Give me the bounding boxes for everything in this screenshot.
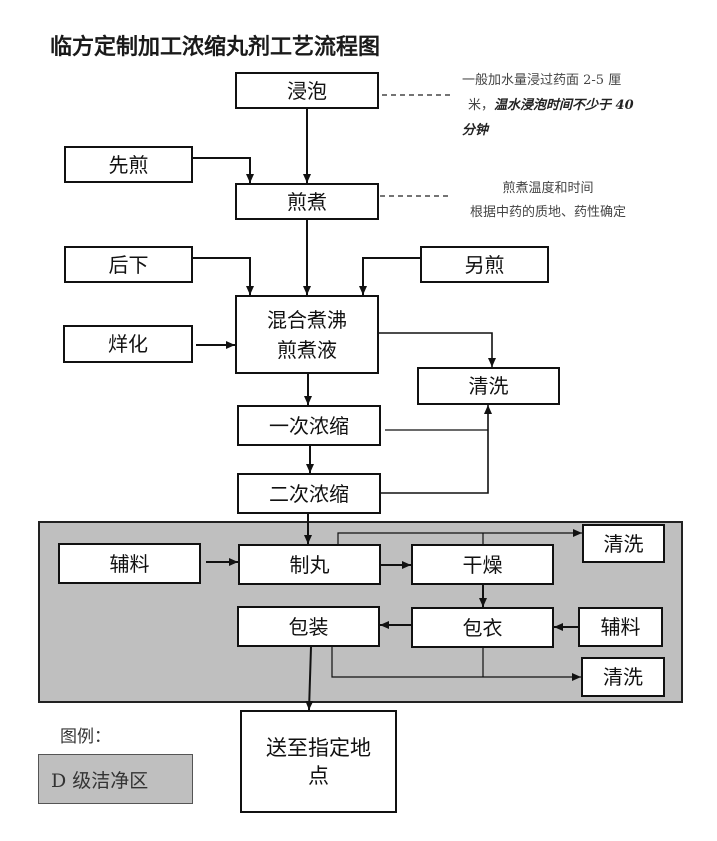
node-soak: 浸泡: [235, 72, 379, 109]
node-excipient-2: 辅料: [578, 607, 663, 647]
soak-note: 一般加水量浸过药面 2-5 厘 米，温水浸泡时间不少于 40 分钟: [462, 68, 634, 143]
node-deliver-line2: 点: [308, 763, 329, 788]
node-drying-label: 干燥: [462, 552, 503, 577]
page-title: 临方定制加工浓缩丸剂工艺流程图: [50, 35, 381, 60]
node-melt: 烊化: [63, 325, 193, 363]
node-packaging: 包装: [237, 606, 380, 647]
soak-note-line2-emph: 温水浸泡时间不少于 40: [494, 98, 634, 113]
node-coating: 包衣: [411, 607, 554, 648]
node-decoct-first-label: 先煎: [108, 152, 149, 177]
node-add-later: 后下: [64, 246, 193, 283]
edge-mix-to-clean-1: [378, 332, 496, 367]
node-concentrate-1-label: 一次浓缩: [269, 413, 349, 438]
legend-item-clean-zone-label: D 级洁净区: [51, 769, 149, 792]
edge-concentrate-2-to-clean-1: [380, 405, 492, 494]
soak-note-line3: 分钟: [462, 123, 489, 138]
node-pill-making: 制丸: [238, 544, 381, 585]
node-clean-1: 清洗: [417, 367, 560, 405]
node-pill-making-label: 制丸: [289, 552, 330, 577]
node-decoct-label: 煎煮: [287, 189, 327, 214]
edge-packaging-to-clean-3: [331, 647, 581, 681]
node-concentrate-1: 一次浓缩: [237, 405, 381, 446]
edge-decoct-separately-to-mix: [359, 257, 420, 295]
node-clean-1-label: 清洗: [468, 374, 509, 398]
node-concentrate-2-label: 二次浓缩: [269, 481, 349, 506]
soak-note-line2-plain: 米，: [468, 98, 495, 113]
node-melt-label: 烊化: [108, 332, 148, 356]
node-drying: 干燥: [411, 544, 554, 585]
node-decoct: 煎煮: [235, 183, 379, 220]
node-excipient-1: 辅料: [58, 543, 201, 584]
node-clean-2-label: 清洗: [603, 531, 644, 556]
node-excipient-1-label: 辅料: [109, 551, 150, 576]
decoct-note-line1: 煎煮温度和时间: [502, 181, 594, 196]
node-decoct-separately-label: 另煎: [464, 252, 505, 277]
node-mix-boil-line2: 煎煮液: [277, 337, 337, 362]
soak-note-line1: 一般加水量浸过药面 2-5 厘: [462, 73, 622, 88]
node-excipient-2-label: 辅料: [600, 615, 641, 639]
legend-item-clean-zone: D 级洁净区: [38, 754, 193, 804]
node-coating-label: 包衣: [462, 615, 503, 640]
node-packaging-label: 包装: [288, 614, 329, 639]
node-mix-boil-line1: 混合煮沸: [267, 307, 347, 332]
node-mix-boil: 混合煮沸 煎煮液: [235, 295, 379, 374]
node-add-later-label: 后下: [108, 252, 149, 277]
edge-add-later-to-mix: [193, 257, 254, 295]
node-soak-label: 浸泡: [287, 78, 327, 103]
edge-pill-making-to-clean-2: [337, 529, 582, 544]
node-deliver-line1: 送至指定地: [266, 735, 371, 760]
soak-note-line2: 米，温水浸泡时间不少于 40: [462, 93, 634, 118]
node-clean-3-label: 清洗: [603, 665, 643, 689]
node-decoct-separately: 另煎: [420, 246, 549, 283]
node-concentrate-2: 二次浓缩: [237, 473, 381, 514]
decoct-note: 煎煮温度和时间 根据中药的质地、药性确定: [462, 177, 634, 225]
edge-decoct-first-to-decoct: [193, 157, 254, 183]
node-decoct-first: 先煎: [64, 146, 193, 183]
legend-label: 图例：: [60, 727, 111, 747]
node-clean-2: 清洗: [582, 524, 665, 563]
edge-packaging-to-deliver: [305, 646, 314, 711]
decoct-note-line2: 根据中药的质地、药性确定: [469, 205, 626, 220]
node-deliver: 送至指定地 点: [240, 710, 397, 813]
node-clean-3: 清洗: [581, 657, 665, 697]
